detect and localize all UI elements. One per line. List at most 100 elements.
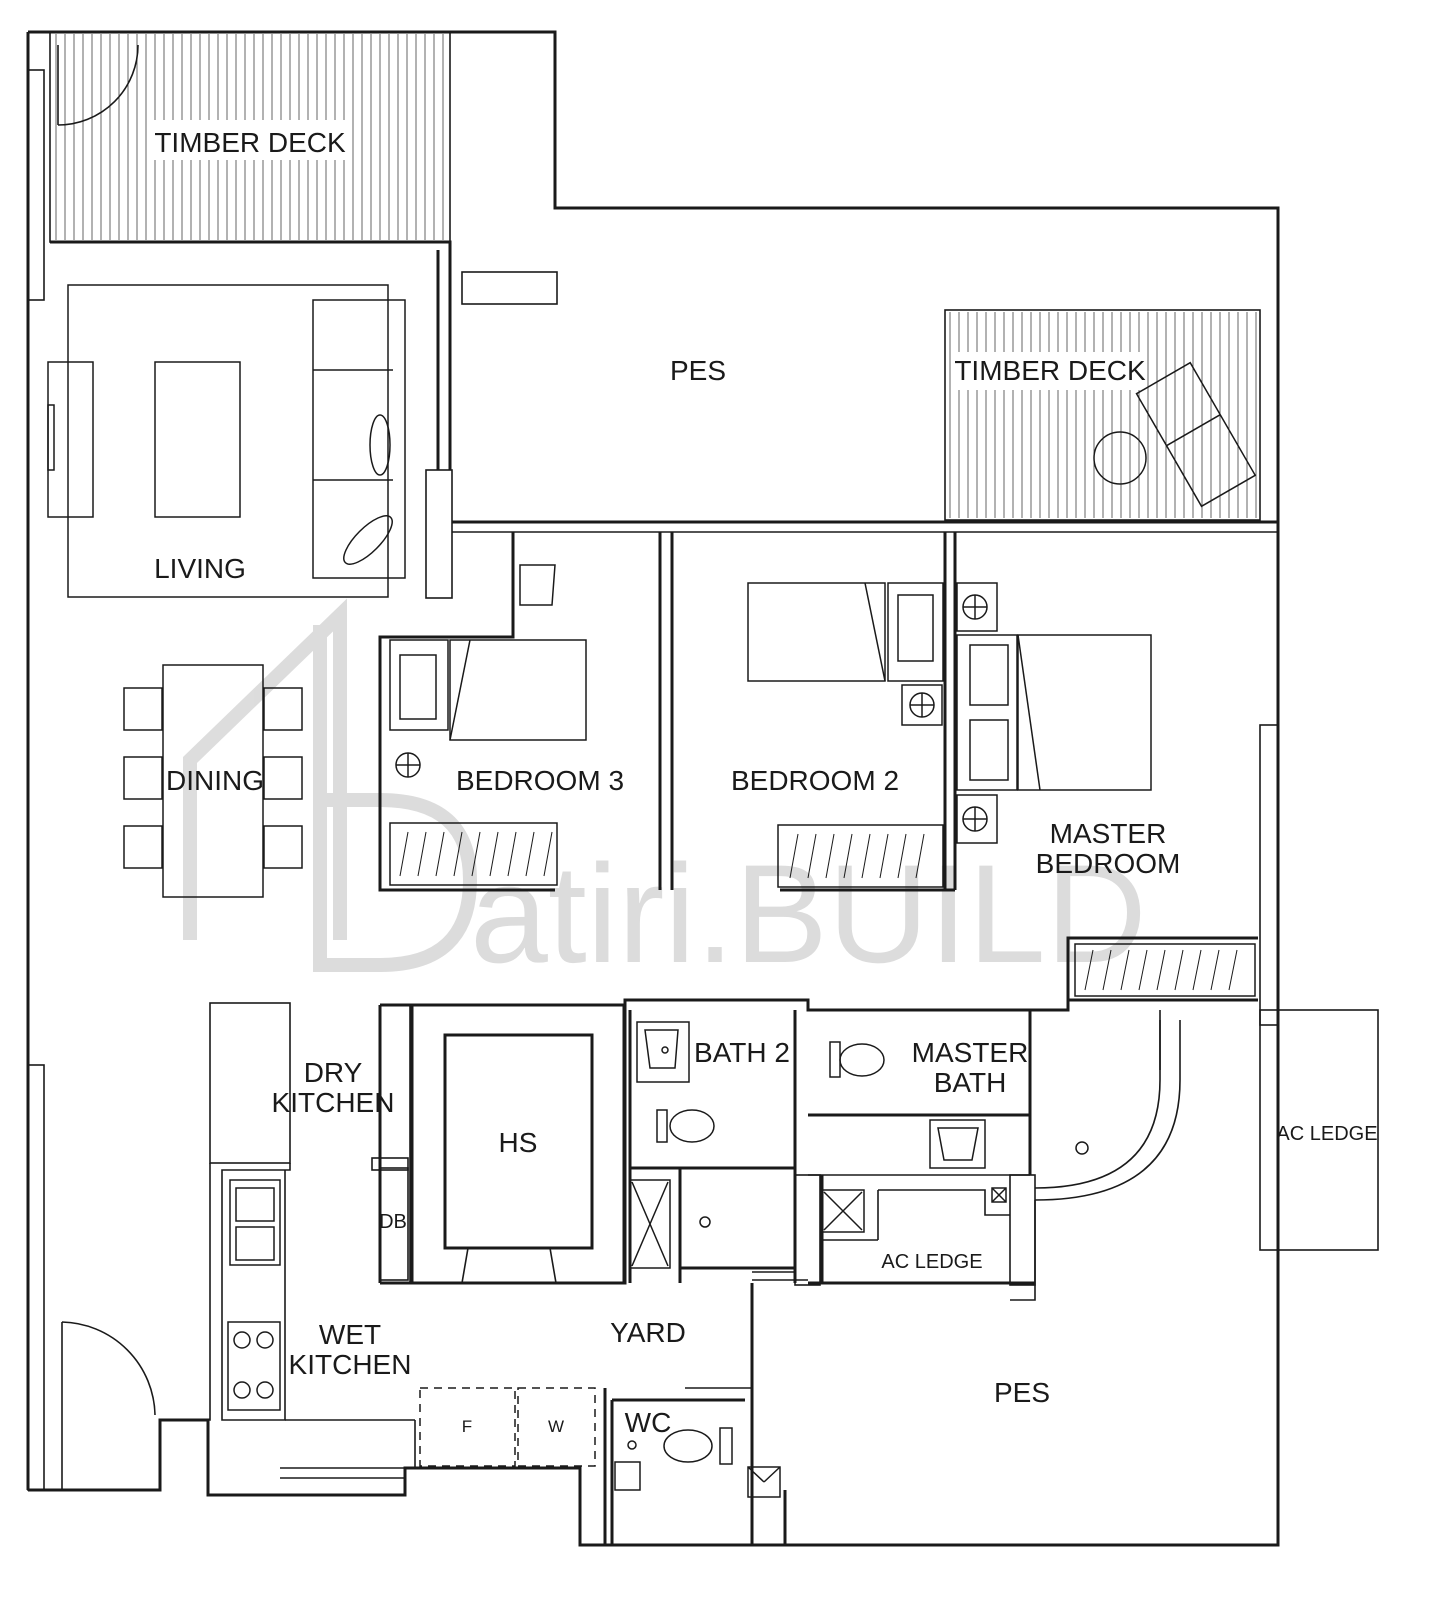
watermark-logo-d-icon (313, 625, 478, 972)
master-bath: MASTER BATH (821, 1020, 1181, 1233)
window-right (1259, 724, 1279, 1026)
watermark-text: atiri.BUILD (470, 835, 1147, 992)
wardrobe-b2 (777, 824, 944, 888)
wardrobe-hatch-line (789, 833, 799, 879)
master-bedroom: MASTER BEDROOM (956, 582, 1258, 1000)
dining-table (162, 664, 264, 898)
wardrobe-hatch-line (1174, 949, 1184, 991)
door-swing-deck (57, 44, 139, 126)
wardrobe-hatch-line (879, 833, 889, 879)
timber-deck-right: TIMBER DECK (944, 309, 1261, 521)
room-label-living: LIVING (154, 553, 246, 584)
kitchen-sink-icon (229, 1179, 281, 1266)
wardrobe-hatch-line (399, 831, 409, 877)
room-label-dry-kitchen-l1: DRY (304, 1057, 363, 1088)
room-label-pes-top: PES (670, 355, 726, 386)
wardrobe-hatch-line (417, 831, 427, 877)
side-table-b2 (887, 582, 944, 682)
side-table-mb (956, 634, 1018, 791)
wardrobe-hatch-line (1102, 949, 1112, 991)
room-label-master-bath-l2: BATH (934, 1067, 1007, 1098)
room-label-yard: YARD (610, 1317, 686, 1348)
outer-walls (26, 30, 1379, 1547)
wardrobe-hatch-line (1228, 949, 1238, 991)
sofa (312, 299, 406, 579)
planter-box (461, 271, 558, 305)
room-label-db: DB (379, 1211, 407, 1233)
wardrobe-hatch-line (807, 833, 817, 879)
bed-master (1017, 634, 1152, 791)
room-label-dining: DINING (166, 765, 264, 796)
shower-bath2 (629, 1179, 671, 1269)
door-swing-main (61, 1321, 156, 1490)
wardrobe-hatch-line (843, 833, 853, 879)
room-label-timber-deck-top: TIMBER DECK (154, 127, 346, 158)
hob-icon (227, 1321, 281, 1411)
wardrobe-hatch-line (1210, 949, 1220, 991)
wardrobe-hatch-line (507, 831, 517, 877)
room-label-wet-kitchen-l1: WET (319, 1319, 381, 1350)
dining-area: DINING (123, 664, 303, 898)
room-label-master-bath-l1: MASTER (912, 1037, 1029, 1068)
distribution-board: DB (371, 1157, 409, 1281)
household-shelter: HS (410, 1003, 626, 1285)
room-label-bedroom3: BEDROOM 3 (456, 765, 624, 796)
room-label-pes-bottom: PES (994, 1377, 1050, 1408)
room-label-master-bedroom-l2: BEDROOM (1036, 848, 1181, 879)
toilet-master-bath-icon (839, 1043, 885, 1077)
side-table-b3 (389, 639, 449, 731)
wardrobe-hatch-line (861, 833, 871, 879)
shower-master-bath (821, 1189, 865, 1233)
watermark: atiri.BUILD (183, 598, 1147, 992)
room-label-ac-ledge-mid: AC LEDGE (881, 1251, 982, 1273)
wardrobe-hatch-line (1084, 949, 1094, 991)
wardrobe-hatch-line (1156, 949, 1166, 991)
kitchen: DRY KITCHEN WET KITCHEN (61, 1002, 416, 1490)
room-label-wc: WC (625, 1407, 672, 1438)
bedroom-3: BEDROOM 3 (378, 532, 674, 892)
toilet-wc-icon (663, 1429, 713, 1463)
wardrobe-hatch-line (489, 831, 499, 877)
pes-top-area: PES (461, 271, 726, 386)
wardrobe-hatch-line (435, 831, 445, 877)
toilet-bath2-icon (669, 1109, 715, 1143)
wardrobe-master (1074, 943, 1256, 997)
wardrobe-hatch-line (525, 831, 535, 877)
basin-master-bath-icon (929, 1119, 986, 1169)
bath-2: BATH 2 (629, 1021, 790, 1269)
lounge-chair (1135, 361, 1257, 508)
wardrobe-hatch-line (897, 833, 907, 879)
washer-space (517, 1387, 596, 1467)
room-label-timber-deck-right: TIMBER DECK (954, 355, 1146, 386)
dry-kitchen-counter (209, 1002, 291, 1164)
bedroom-2: BEDROOM 2 (731, 532, 957, 892)
appliance-label-fridge: F (462, 1417, 472, 1436)
floor-trap (747, 1466, 781, 1498)
room-label-ac-ledge-right: AC LEDGE (1276, 1123, 1377, 1145)
wardrobe-hatch-line (1138, 949, 1148, 991)
basin-bath2-icon (636, 1021, 690, 1083)
wardrobe-hatch-line (1192, 949, 1202, 991)
round-table (1093, 431, 1147, 485)
ac-ledge-right-box (1259, 1009, 1379, 1251)
bed-bedroom3 (449, 639, 587, 741)
room-label-bedroom2: BEDROOM 2 (731, 765, 899, 796)
window-left-top (27, 69, 45, 301)
chair-b3 (519, 564, 556, 606)
room-label-bath2: BATH 2 (694, 1037, 790, 1068)
living-column (425, 469, 453, 599)
wardrobe-hatch-line (453, 831, 463, 877)
wardrobe-hatch-line (471, 831, 481, 877)
wardrobe-hatch-line (825, 833, 835, 879)
room-label-dry-kitchen-l2: KITCHEN (272, 1087, 395, 1118)
coffee-table (154, 361, 241, 518)
wardrobe-hatch-line (1120, 949, 1130, 991)
bed-bedroom2 (747, 582, 886, 682)
wardrobe-hatch-line (915, 833, 925, 879)
curved-shower-wall (1034, 1020, 1181, 1201)
appliance-label-washer: W (548, 1417, 564, 1436)
room-label-master-bedroom-l1: MASTER (1050, 818, 1167, 849)
room-label-wet-kitchen-l2: KITCHEN (289, 1349, 412, 1380)
